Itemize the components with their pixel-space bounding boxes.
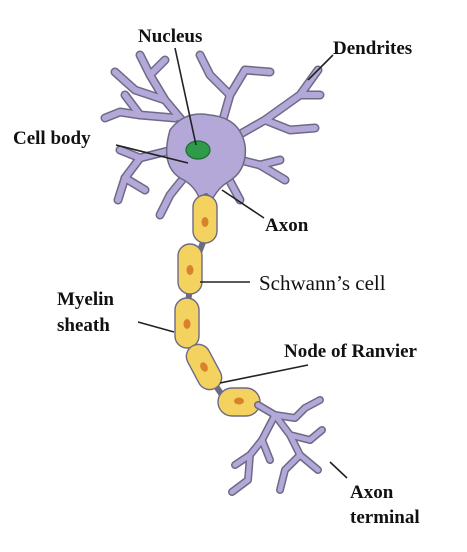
schwann-cell-label: Schwann’s cell xyxy=(259,271,386,295)
cell-body-label: Cell body xyxy=(13,128,91,149)
axon-terminal-label-line2: terminal xyxy=(350,507,420,528)
axon-terminal xyxy=(228,396,326,496)
axon-label: Axon xyxy=(265,215,309,236)
schwann-cell-2 xyxy=(177,243,203,295)
nucleus-label: Nucleus xyxy=(138,26,202,47)
myelin-label-line2: sheath xyxy=(57,315,110,336)
schwann-cell-3 xyxy=(174,297,200,349)
nucleus xyxy=(185,140,211,160)
dendrites-label: Dendrites xyxy=(333,38,412,59)
node-of-ranvier-label: Node of Ranvier xyxy=(284,341,418,362)
ranvier-leader xyxy=(219,364,309,384)
axon-leader xyxy=(221,189,265,219)
myelin-label-line1: Myelin xyxy=(57,289,114,310)
cell-body-leader xyxy=(115,144,189,164)
dendrites xyxy=(100,50,325,220)
leader-lines xyxy=(115,47,348,479)
nucleus-leader xyxy=(174,47,197,146)
schwann-cell-1 xyxy=(192,194,218,244)
axon-terminal-label-line1: Axon xyxy=(350,482,394,503)
terminal-leader xyxy=(329,461,348,479)
dendrites-leader xyxy=(307,54,334,81)
myelin-leader xyxy=(137,321,175,333)
myelin-sheath xyxy=(174,194,261,417)
schwann-cell-4 xyxy=(185,343,223,391)
schwann-cell-5 xyxy=(217,387,261,417)
